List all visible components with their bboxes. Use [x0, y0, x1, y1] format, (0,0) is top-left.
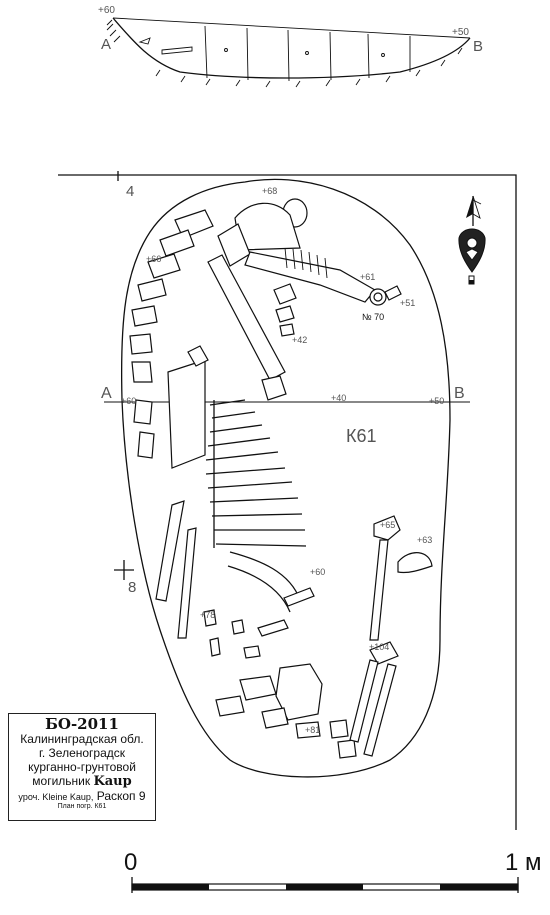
- project-code: БО-2011: [45, 715, 119, 733]
- height-label: +66: [146, 254, 161, 264]
- brooch-icon: [458, 228, 486, 285]
- site-prefix: могильник: [32, 773, 91, 788]
- axis-right-label: B: [454, 385, 465, 402]
- section-profile: +60 +50 A B: [98, 5, 483, 88]
- grave-id-label: К61: [346, 426, 377, 446]
- north-arrow-icon: [466, 195, 482, 226]
- site-name: Kaup: [93, 773, 132, 789]
- grid-cross-marker: [114, 560, 134, 580]
- section-left-height: +60: [98, 5, 115, 16]
- height-label: +68: [262, 186, 277, 196]
- excavation-label: Раскоп 9: [96, 788, 146, 803]
- scale-bar: 0 1 м: [124, 849, 542, 893]
- section-right-point: B: [473, 38, 483, 55]
- site-line: могильник Kaup: [9, 773, 155, 790]
- grave-pit-outline: [120, 178, 451, 778]
- locality-line: уроч. Kleine Kaup, Раскоп 9: [9, 788, 155, 804]
- height-label: +42: [292, 335, 307, 345]
- height-label: +78: [200, 610, 215, 620]
- skeleton-drawing: [129, 198, 433, 759]
- height-label: +61: [360, 272, 375, 282]
- section-right-height: +50: [452, 27, 469, 38]
- height-labels: +68 +66 +61 +51 № 70 +42 +60 +40 +50 +65…: [121, 186, 444, 735]
- height-label: +40: [331, 393, 346, 403]
- find-number-label: № 70: [362, 312, 384, 322]
- plan-caption: План погр. К61: [57, 803, 107, 811]
- height-label: +60: [121, 396, 136, 406]
- height-label: +65: [380, 520, 395, 530]
- axis-left-label: A: [101, 385, 112, 402]
- title-block: БО-2011 Калининградская обл. г. Зеленогр…: [8, 713, 156, 821]
- height-label: +50: [429, 396, 444, 406]
- height-label: +60: [310, 567, 325, 577]
- scale-end-label: 1 м: [505, 849, 542, 876]
- height-label: +51: [400, 298, 415, 308]
- section-left-point: A: [101, 36, 111, 53]
- plan-frame: 4 8: [58, 171, 517, 830]
- region-line: Калининградская обл.: [20, 732, 144, 747]
- square-label-8: 8: [128, 579, 136, 596]
- type-line: курганно-грунтовой: [28, 759, 136, 774]
- town-line: г. Зеленоградск: [38, 746, 126, 761]
- height-label: +104: [369, 642, 389, 652]
- height-label: +81: [305, 725, 320, 735]
- scale-start-label: 0: [124, 849, 137, 876]
- square-label-4: 4: [126, 183, 134, 200]
- height-label: +63: [417, 535, 432, 545]
- locality-prefix: уроч. Kleine Kaup,: [18, 791, 94, 802]
